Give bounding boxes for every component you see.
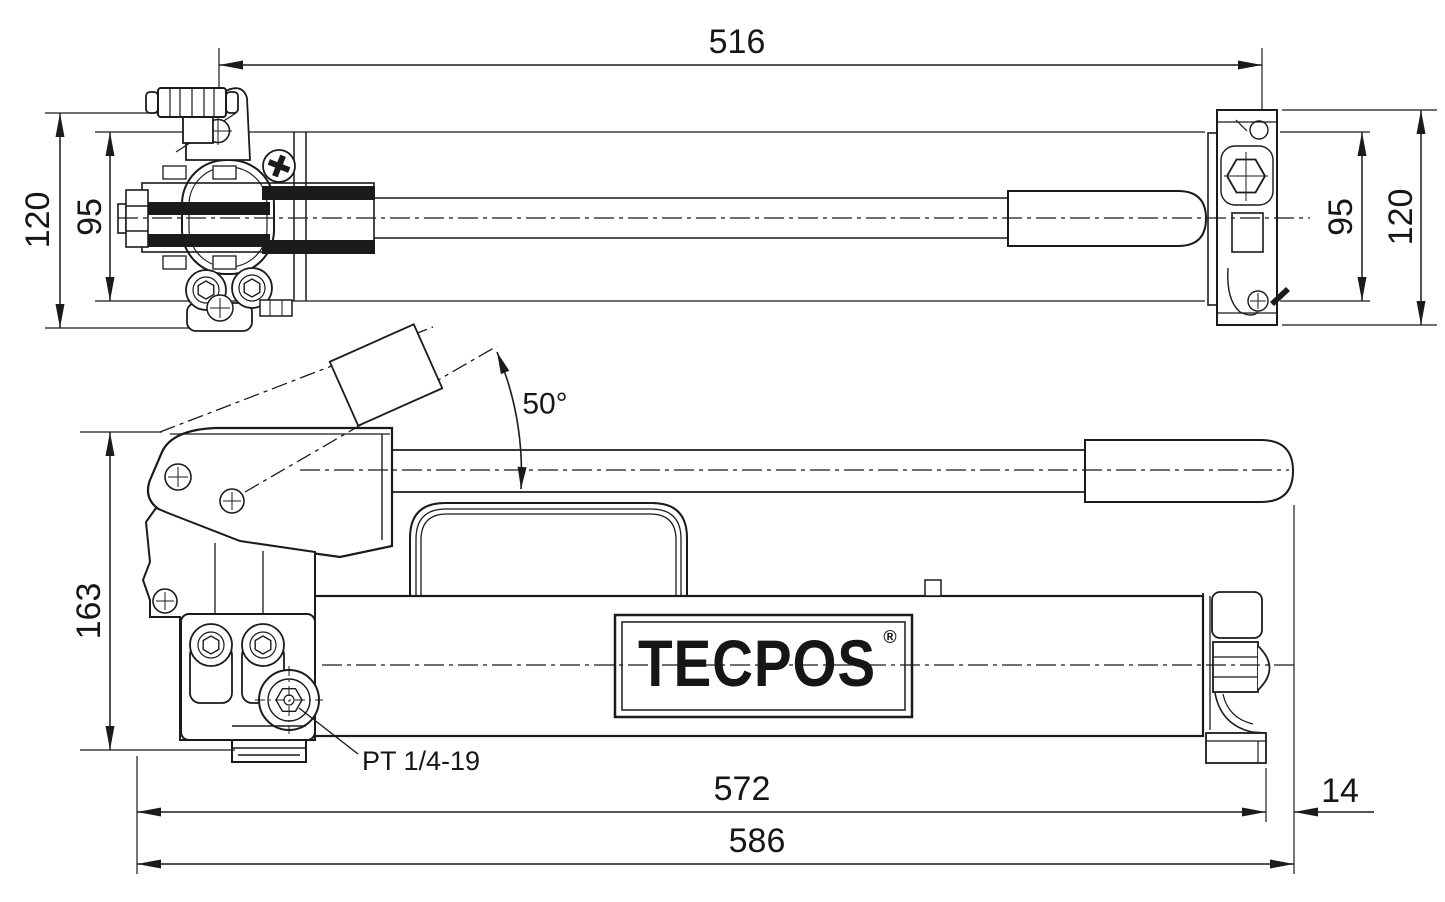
yoke-side-bars [148, 186, 375, 254]
phillips-screw [262, 149, 296, 183]
dim-top-overall-length: 516 [218, 23, 1263, 143]
socket-head-screws [189, 623, 285, 704]
dim-516-label: 516 [709, 23, 766, 61]
dim-side-height: 163 [70, 431, 235, 751]
head-foot [232, 725, 306, 756]
pump-head-top-view [117, 87, 375, 332]
brand-logo-text: TECPOS [638, 626, 876, 700]
filler-plug [924, 579, 942, 597]
side-view: 50° TECPOS ® [70, 323, 1374, 874]
release-valve-knob [145, 87, 251, 161]
pump-head-side-view [141, 426, 394, 763]
handle-side-view [392, 439, 1295, 503]
registered-trademark-symbol: ® [883, 627, 896, 647]
dim-120-right-label: 120 [1382, 189, 1420, 246]
port-thread-label: PT 1/4-19 [362, 746, 480, 776]
dim-top-right-inner: 95 [1322, 132, 1367, 301]
dim-120-left-label: 120 [19, 192, 57, 249]
dim-163-label: 163 [70, 583, 108, 640]
dim-586-label: 586 [729, 822, 786, 860]
dim-top-left-inner: 95 [71, 132, 115, 301]
port-callout: PT 1/4-19 [298, 707, 480, 776]
mounting-bracket-top-view [1207, 109, 1290, 326]
handle-angle-label: 50° [522, 388, 567, 421]
cap-nut-dome [1257, 645, 1271, 691]
carry-handle [409, 502, 688, 596]
hydraulic-port [255, 666, 323, 734]
end-cap-side-view [1202, 591, 1271, 764]
top-view: 516 120 95 95 [19, 23, 1437, 332]
dim-top-left-outer: 120 [19, 113, 65, 328]
dim-bottom-group: 572 586 14 [136, 505, 1374, 874]
raised-handle-phantom: 50° [159, 323, 568, 493]
brand-plate: TECPOS ® [613, 613, 914, 719]
dim-top-right-outer: 120 [1382, 110, 1426, 325]
dim-95-left-label: 95 [71, 198, 109, 236]
dim-14-label: 14 [1321, 772, 1359, 810]
dim-572-label: 572 [714, 770, 771, 808]
manifold-screws-top-view [185, 267, 293, 332]
dim-95-right-label: 95 [1322, 198, 1360, 236]
handle-grip [1084, 439, 1295, 503]
